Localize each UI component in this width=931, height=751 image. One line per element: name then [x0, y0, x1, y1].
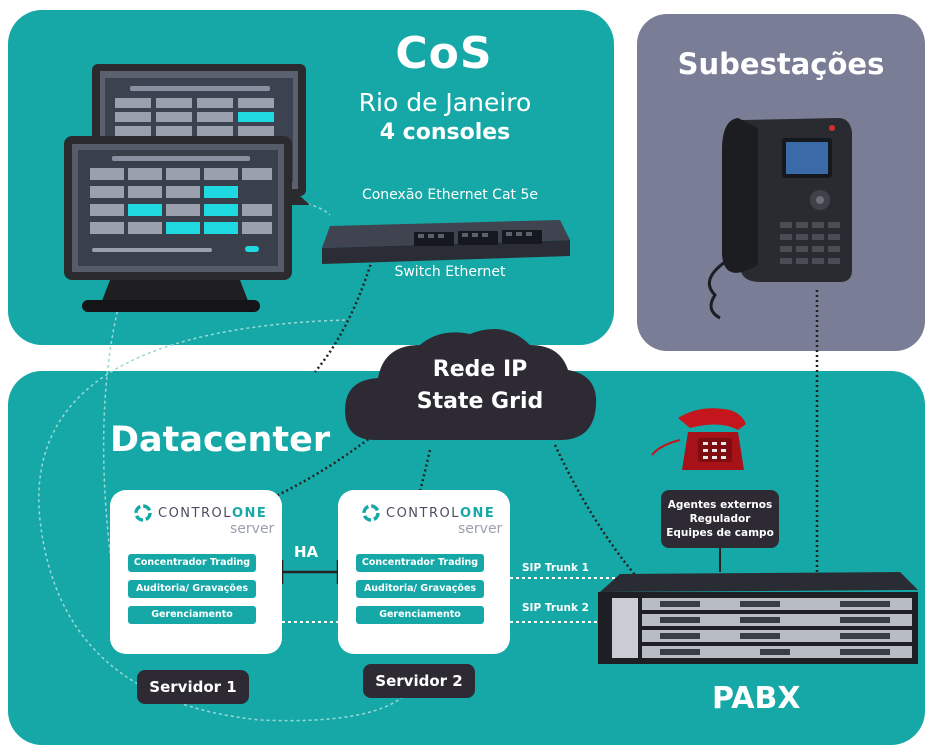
cloud-label-line2: State Grid [416, 389, 544, 414]
datacenter-title: Datacenter [110, 420, 331, 460]
ha-label: HA [294, 543, 319, 561]
logo-brand-a: CONTROL [386, 506, 460, 521]
sip-trunk-1-label: SIP Trunk 1 [522, 562, 589, 574]
ip-phone-icon [707, 118, 852, 320]
monitor-icon [64, 136, 292, 312]
monitor-to-server1-line [102, 299, 121, 591]
logo-brand-a: CONTROL [158, 506, 232, 521]
pabx-label: PABX [712, 681, 801, 716]
module-management: Gerenciamento [356, 606, 484, 624]
controlone-logo-icon [134, 504, 152, 522]
controlone-logo-icon [362, 504, 380, 522]
cloud-label-line1: Rede IP [432, 357, 528, 382]
external-agents-box: Agentes externos Regulador Equipes de ca… [661, 490, 779, 548]
cloud-to-pabx-line [553, 444, 636, 576]
server-2-card: CONTROLONE server Concentrador Trading S… [338, 490, 510, 654]
external-agents-line3: Equipes de campo [666, 527, 774, 539]
module-trading-sip: Concentrador Trading SIP [128, 554, 256, 586]
logo-sub: server [230, 521, 275, 537]
logo-brand-b: ONE [231, 506, 268, 521]
module-trading-sip: Concentrador Trading SIP [356, 554, 484, 586]
logo-sub: server [458, 521, 503, 537]
red-phone-icon [651, 408, 746, 470]
cos-title: CoS [395, 28, 493, 79]
module-recordings: Auditoria/ Gravações [128, 580, 256, 598]
module-recordings: Auditoria/ Gravações [356, 580, 484, 598]
external-agents-line2: Regulador [689, 513, 751, 525]
server-2-name: Servidor 2 [363, 664, 475, 698]
cos-city: Rio de Janeiro [358, 88, 532, 117]
sip-trunk-2-label: SIP Trunk 2 [522, 602, 589, 614]
module-management: Gerenciamento [128, 606, 256, 624]
cloud-to-server2-line [418, 449, 432, 493]
pabx-rack-icon [598, 572, 918, 664]
external-agents-line1: Agentes externos [667, 499, 773, 511]
cos-consoles-count: 4 consoles [379, 120, 511, 145]
cloud-icon [345, 328, 597, 440]
server-1-name: Servidor 1 [137, 670, 249, 704]
monitors-to-servers-line [38, 319, 411, 722]
substations-title: Subestações [677, 47, 885, 81]
logo-brand-b: ONE [459, 506, 496, 521]
switch-to-cloud-line [314, 259, 374, 373]
switch-label: Switch Ethernet [394, 264, 506, 280]
server-1-card: CONTROLONE server Concentrador Trading S… [110, 490, 282, 654]
ethernet-link-label: Conexão Ethernet Cat 5e [361, 187, 539, 203]
monitor-to-switch-line [289, 199, 331, 216]
network-switch-icon [322, 220, 570, 264]
